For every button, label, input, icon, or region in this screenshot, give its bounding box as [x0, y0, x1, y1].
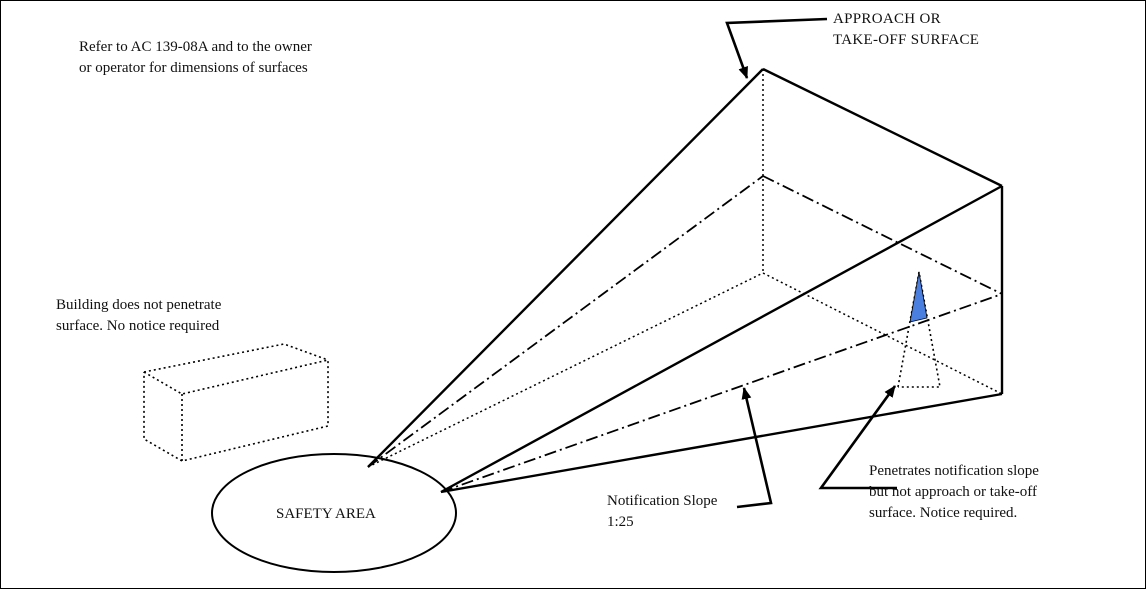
safety-area-label: SAFETY AREA — [276, 506, 376, 522]
penetration-arrow — [818, 385, 897, 490]
slope-arrow — [736, 387, 773, 509]
penetration-note: Penetrates notification slope but not ap… — [869, 463, 1039, 521]
building-box — [143, 343, 329, 462]
approach-surface-edges — [367, 67, 1004, 494]
penetration-highlight — [909, 271, 928, 323]
approach-arrow — [725, 17, 828, 79]
building-note: Building does not penetrate surface. No … — [56, 297, 222, 334]
reference-note: Refer to AC 139-08A and to the owner or … — [79, 39, 312, 76]
safety-area-ellipse — [211, 453, 457, 573]
hidden-surface-edges — [367, 69, 1003, 468]
penetrating-obstacle — [897, 271, 941, 388]
notification-slope-lines — [367, 175, 1003, 493]
notification-slope-label: Notification Slope 1:25 — [607, 493, 718, 530]
approach-surface-label: APPROACH OR TAKE-OFF SURFACE — [833, 11, 980, 48]
callout-arrows — [725, 17, 897, 509]
